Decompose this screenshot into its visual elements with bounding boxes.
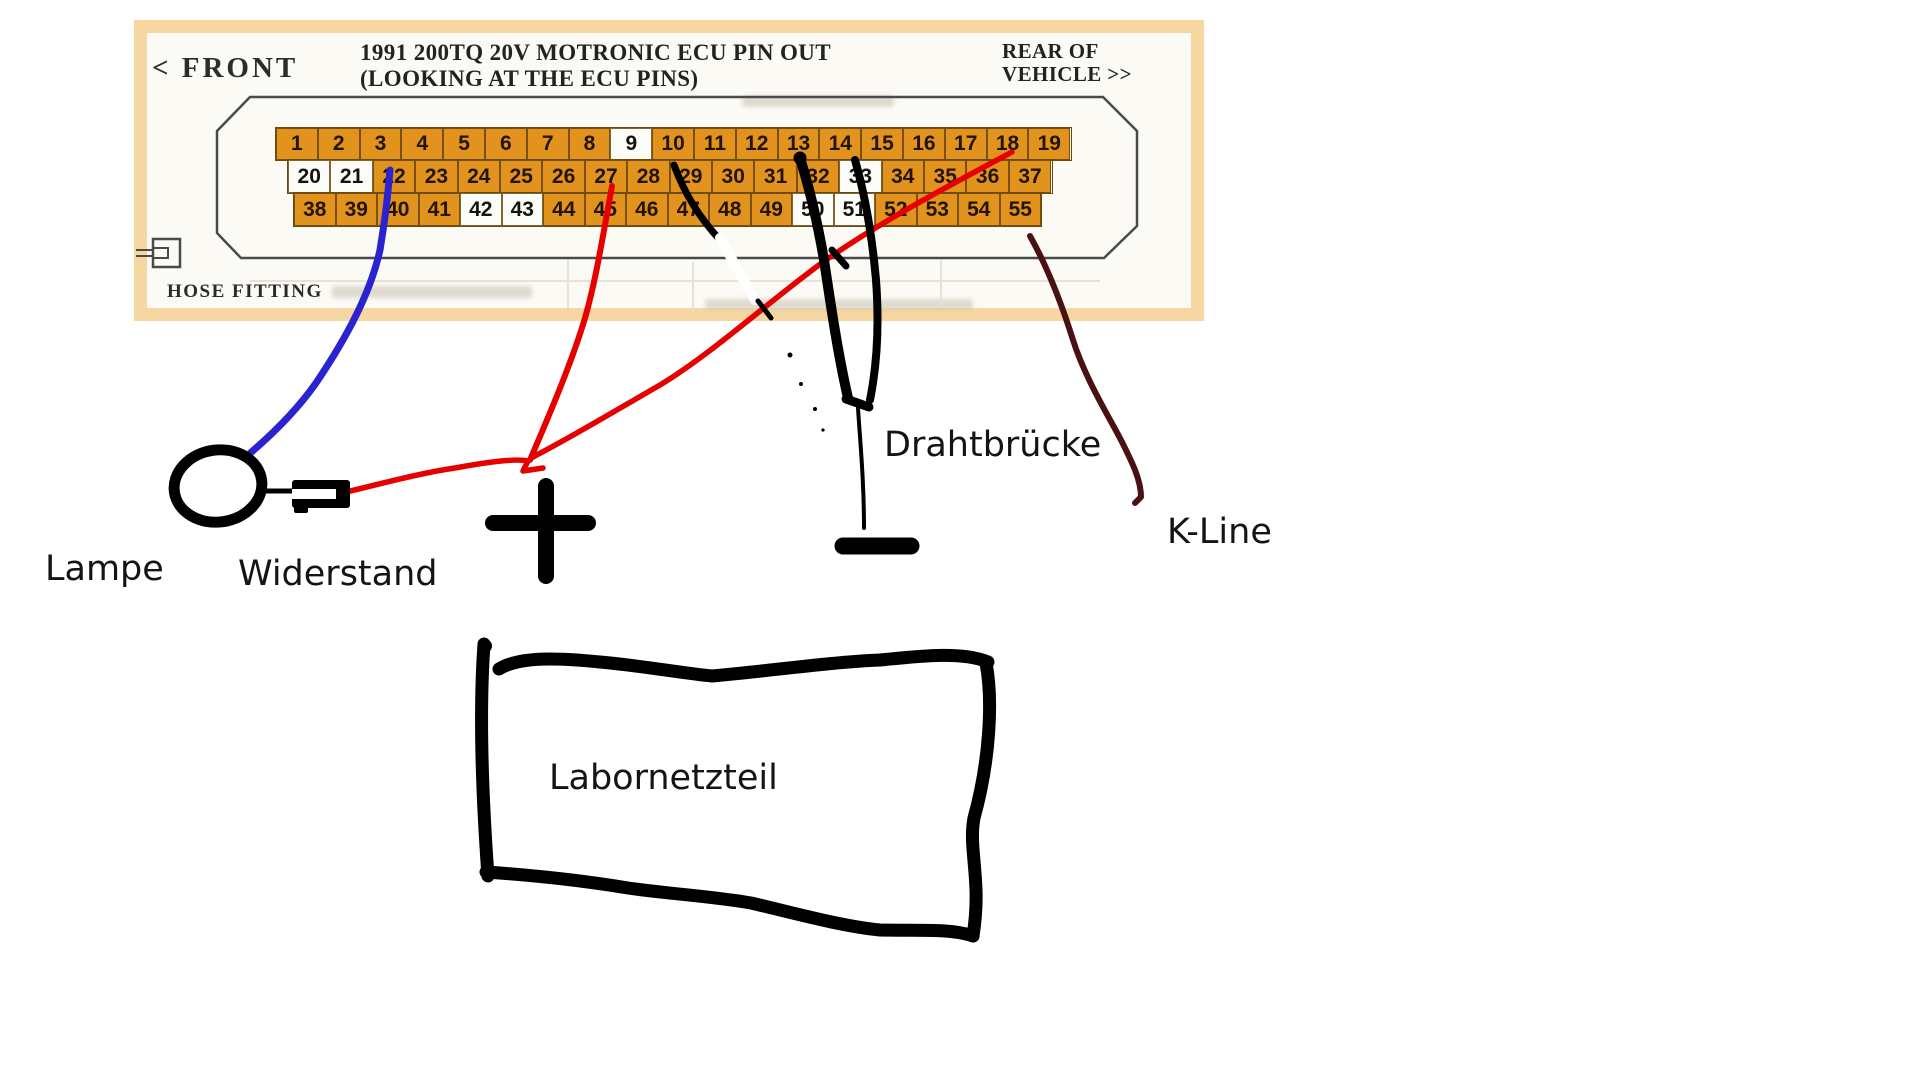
pin-15: 15 bbox=[861, 128, 903, 160]
wire-k-line bbox=[1027, 233, 1144, 506]
wire-widerstand-plus bbox=[343, 457, 546, 495]
pin-6: 6 bbox=[485, 128, 527, 160]
eraser-streak bbox=[715, 233, 760, 305]
pin-17: 17 bbox=[944, 128, 987, 160]
wire-pin27-plus bbox=[527, 183, 615, 463]
wire-pin18-plus bbox=[530, 149, 1015, 460]
pin-43: 43 bbox=[501, 193, 543, 226]
pin-49: 49 bbox=[750, 193, 792, 226]
pin-16: 16 bbox=[903, 128, 945, 160]
pin-53: 53 bbox=[916, 193, 958, 226]
wire-pin22-lampe bbox=[244, 166, 394, 459]
pin-2: 2 bbox=[317, 128, 360, 160]
pin-24: 24 bbox=[457, 160, 500, 193]
rear-label-line2: VEHICLE >> bbox=[1002, 62, 1133, 86]
scan-faint-line bbox=[567, 260, 569, 308]
pin-37: 37 bbox=[1008, 160, 1052, 193]
pin-19: 19 bbox=[1028, 128, 1071, 160]
pin-3: 3 bbox=[359, 128, 402, 160]
scan-bleed-artifact bbox=[742, 96, 894, 107]
pin-26: 26 bbox=[542, 160, 585, 193]
rear-label-line1: REAR OF bbox=[1002, 39, 1099, 63]
scan-bleed-artifact bbox=[332, 286, 532, 298]
pin-8: 8 bbox=[568, 128, 611, 160]
hose-fitting-icon bbox=[136, 237, 182, 269]
pin-7: 7 bbox=[526, 128, 569, 160]
scan-title: 1991 200TQ 20V MOTRONIC ECU PIN OUT (LOO… bbox=[360, 40, 831, 92]
pin-27: 27 bbox=[584, 160, 628, 193]
resistor-symbol bbox=[292, 480, 350, 513]
pin-11: 11 bbox=[694, 128, 736, 160]
scan-bleed-artifact bbox=[705, 299, 973, 310]
pin-23: 23 bbox=[415, 160, 458, 193]
pin-38: 38 bbox=[294, 193, 336, 226]
lamp-symbol bbox=[168, 444, 268, 528]
pin-44: 44 bbox=[543, 193, 585, 226]
hose-fitting-label: HOSE FITTING bbox=[167, 281, 323, 302]
labornetzteil-box bbox=[475, 637, 997, 943]
lampe-label: Lampe bbox=[45, 549, 164, 589]
widerstand-label: Widerstand bbox=[238, 554, 438, 594]
pin-54: 54 bbox=[958, 193, 1000, 226]
pin-41: 41 bbox=[418, 193, 460, 226]
erased-wire-dash bbox=[755, 298, 774, 321]
pin-14: 14 bbox=[819, 128, 862, 160]
wire-pin10-stub bbox=[670, 161, 724, 244]
front-label: < FRONT bbox=[152, 52, 299, 84]
pin-55: 55 bbox=[999, 193, 1041, 226]
rear-of-vehicle-label: REAR OF VEHICLE >> bbox=[1002, 40, 1132, 86]
pin-30: 30 bbox=[712, 160, 755, 193]
pin-9: 9 bbox=[610, 128, 653, 160]
scan-title-line2: (LOOKING AT THE ECU PINS) bbox=[360, 66, 699, 91]
scan-faint-line bbox=[250, 280, 1100, 282]
pin-42: 42 bbox=[460, 193, 502, 226]
pin-48: 48 bbox=[709, 193, 751, 226]
crossing-mark bbox=[828, 246, 850, 270]
pin-31: 31 bbox=[754, 160, 797, 193]
erased-wire-speck bbox=[799, 382, 803, 386]
drahtbruecke-label: Drahtbrücke bbox=[884, 425, 1102, 465]
scan-title-line1: 1991 200TQ 20V MOTRONIC ECU PIN OUT bbox=[360, 40, 832, 65]
scan-faint-line bbox=[692, 262, 694, 312]
pin-39: 39 bbox=[335, 193, 377, 226]
wire-pin14-bridge bbox=[851, 156, 882, 404]
pin-12: 12 bbox=[735, 128, 778, 160]
erased-wire-speck bbox=[787, 352, 793, 358]
wire-pin13-bridge bbox=[795, 153, 853, 403]
plus-terminal bbox=[485, 478, 596, 584]
pin-10: 10 bbox=[652, 128, 694, 160]
pin-5: 5 bbox=[443, 128, 485, 160]
pin-4: 4 bbox=[401, 128, 444, 160]
pin-46: 46 bbox=[626, 193, 668, 226]
k-line-label: K-Line bbox=[1167, 512, 1272, 552]
pin-28: 28 bbox=[627, 160, 670, 193]
labornetzteil-label: Labornetzteil bbox=[549, 758, 778, 798]
bridge-bottom-jog bbox=[841, 394, 874, 412]
pin-1: 1 bbox=[276, 128, 318, 160]
scan-faint-line bbox=[940, 260, 942, 306]
pin-21: 21 bbox=[330, 160, 373, 193]
pin-20: 20 bbox=[288, 160, 331, 193]
ecu-connector-outline bbox=[215, 95, 1139, 260]
pin-34: 34 bbox=[881, 160, 924, 193]
erased-wire-speck bbox=[821, 428, 825, 432]
pin-25: 25 bbox=[500, 160, 543, 193]
erased-wire-speck bbox=[813, 407, 817, 411]
wire-bridge-minus bbox=[856, 406, 866, 530]
